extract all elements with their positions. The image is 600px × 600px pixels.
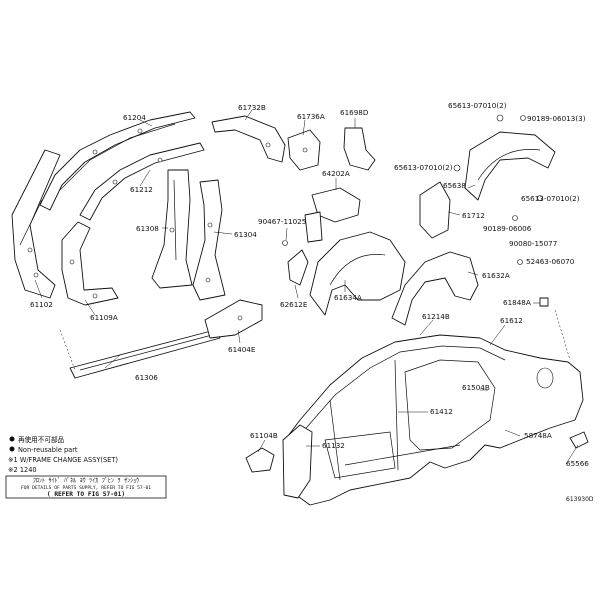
ref-box-line-3: ( REFER TO FIG 57-01) (47, 491, 125, 498)
label-61504B: 61504B (462, 383, 490, 392)
part-61132-front-pillar-lower-outer (282, 424, 313, 499)
figure-code: 613930D (566, 496, 594, 503)
legend-line-4: ※2 1240 (8, 466, 37, 474)
label-61404E: 61404E (228, 345, 256, 354)
part-61214B-61612-body-side-outer (284, 334, 584, 506)
label-61698D: 61698D (340, 108, 369, 117)
leader-lines (34, 109, 579, 465)
label-61412: 61412 (430, 407, 453, 416)
label-65613-07010-a: 65613-07010(2) (448, 101, 507, 110)
fasteners (282, 114, 543, 265)
label-58748A: 58748A (524, 431, 552, 440)
label-61102: 61102 (30, 300, 53, 309)
part-61306-rocker-panel (69, 329, 221, 379)
label-61214B: 61214B (422, 312, 450, 321)
part-62612E-small-panel (287, 249, 309, 286)
part-labels: 61204 61212 61102 61109A 61308 61304 613… (30, 101, 589, 468)
part-61634A-wheel-house-inner (309, 231, 406, 316)
label-61612: 61612 (500, 316, 523, 325)
label-61732B: 61732B (238, 103, 266, 112)
label-65613-07010-c: 65613-07010(2) (521, 194, 580, 203)
part-61212-roof-rail-inner (79, 142, 205, 221)
label-90080-15077: 90080-15077 (509, 239, 557, 248)
legend-line-1: 再使用不可部品 (18, 435, 65, 444)
part-61736A-bracket (287, 129, 321, 171)
label-61212: 61212 (130, 185, 153, 194)
part-61712-bracket (419, 181, 451, 239)
label-90189-06006: 90189-06006 (483, 224, 532, 233)
reference-box: ﾌﾛﾝﾄ ｻｲﾄﾞ ﾊﾟﾈﾙ ﾖｳ ﾂｲｶ ﾌﾞﾋﾝ ｦ ｻﾝｼｮｳ FOR D… (5, 475, 167, 499)
label-65566: 65566 (566, 459, 589, 468)
label-61304: 61304 (234, 230, 257, 239)
part-61848A-clip (539, 297, 549, 307)
label-65613-07010-b: 65613-07010(2) (394, 163, 453, 172)
label-61104B: 61104B (250, 431, 278, 440)
part-65638-liner (464, 131, 556, 201)
filled-dot-icon (9, 446, 15, 452)
part-61732B-quarter-brace (211, 115, 286, 163)
part-61698D-bracket (343, 127, 376, 171)
legend-line-3: ※1 W/FRAME CHANGE ASSY(SET) (8, 456, 118, 464)
part-61308-center-pillar-outer (151, 169, 193, 289)
part-61109A-front-pillar-lower (61, 221, 119, 306)
label-61736A: 61736A (297, 112, 325, 121)
part-61632A-wheel-house-outer (391, 251, 479, 326)
part-61404E-rocker-reinforcement (204, 299, 263, 339)
label-61204: 61204 (123, 113, 146, 122)
ref-box-line-2: FOR DETAILS OF PARTS SUPPLY, REFER TO FI… (21, 485, 151, 491)
label-62612E: 62612E (280, 300, 308, 309)
part-61304-center-pillar-inner (192, 179, 226, 301)
legend: 再使用不可部品 Non-reusable part ※1 W/FRAME CHA… (8, 435, 118, 474)
part-61104B-bracket (245, 447, 275, 473)
label-90467-11025: 90467-11025 (258, 217, 306, 226)
label-61848A: 61848A (503, 298, 531, 307)
part-65566-clip (569, 431, 589, 449)
part-61102-front-pillar-outer (11, 149, 61, 299)
label-61306: 61306 (135, 373, 158, 382)
label-61634A: 61634A (334, 293, 362, 302)
label-65638: 65638 (443, 181, 466, 190)
label-64202A: 64202A (322, 169, 350, 178)
label-61132: 61132 (322, 441, 345, 450)
ref-box-line-1: ﾌﾛﾝﾄ ｻｲﾄﾞ ﾊﾟﾈﾙ ﾖｳ ﾂｲｶ ﾌﾞﾋﾝ ｦ ｻﾝｼｮｳ (33, 478, 139, 485)
label-52463-06070: 52463-06070 (526, 257, 575, 266)
filled-dot-icon (9, 436, 15, 442)
label-61712: 61712 (462, 211, 485, 220)
label-90189-06013: 90189-06013(3) (527, 114, 586, 123)
part-61204-roof-rail-outer (39, 111, 196, 211)
part-64202A-panel (304, 187, 361, 243)
label-61632A: 61632A (482, 271, 510, 280)
label-61109A: 61109A (90, 313, 118, 322)
legend-line-2: Non-reusable part (18, 446, 78, 454)
label-61308: 61308 (136, 224, 159, 233)
